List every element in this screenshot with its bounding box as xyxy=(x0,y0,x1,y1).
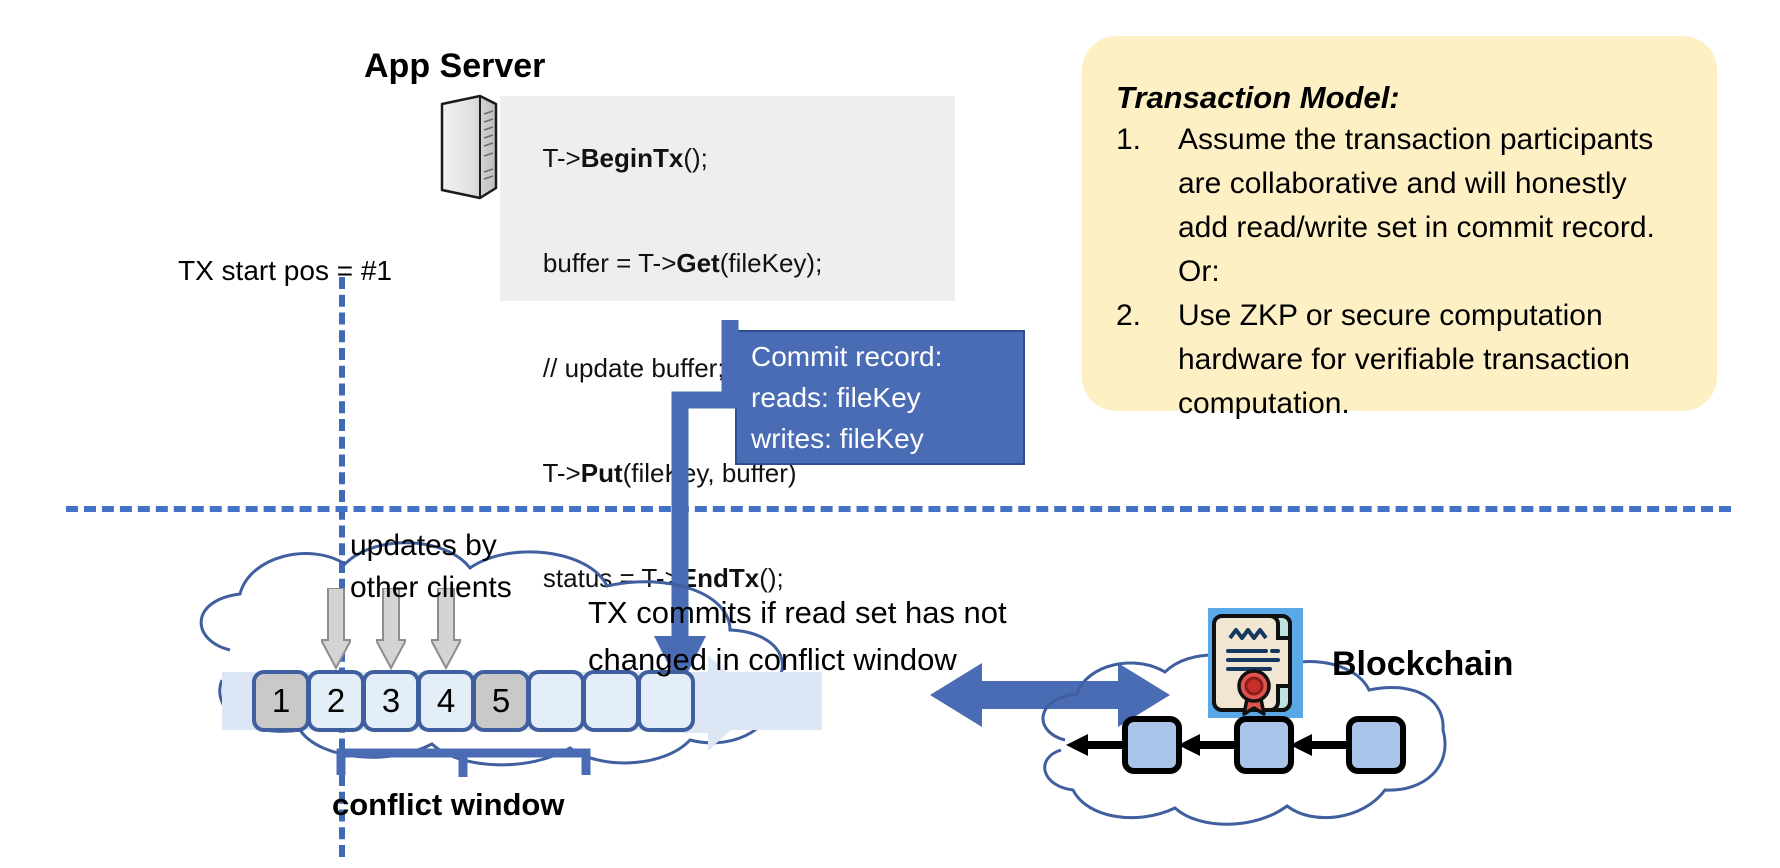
code-bold-2: Get xyxy=(676,248,720,278)
transaction-model-item-2: 2. Use ZKP or secure computation hardwar… xyxy=(1116,294,1683,426)
item-text-1: Assume the transaction participants are … xyxy=(1178,123,1655,288)
code-line-4: T->Put(fileKey, buffer) xyxy=(514,421,941,526)
update-arrow-icon xyxy=(374,587,408,671)
transaction-model-title: Transaction Model: xyxy=(1116,80,1400,115)
text-line: TX commits if read set has not xyxy=(588,595,1007,630)
code-line-3: // update buffer; xyxy=(514,316,941,421)
update-arrow-icon xyxy=(429,587,463,671)
code-pre-3: // update buffer; xyxy=(542,353,725,383)
text-line: changed in conflict window xyxy=(588,642,957,677)
log-block[interactable]: 3 xyxy=(362,670,420,732)
log-block[interactable] xyxy=(527,670,585,732)
certificate-seal-icon xyxy=(1208,608,1303,718)
app-server-title: App Server xyxy=(364,47,546,85)
client-ledger-divider xyxy=(66,506,1731,512)
commit-flow-arrow xyxy=(530,318,860,718)
blockchain-link-arrow-icon xyxy=(1288,732,1350,758)
update-arrow-icon xyxy=(319,587,353,671)
code-pre-2: buffer = T-> xyxy=(542,248,677,278)
tx-start-dashed-line xyxy=(339,277,345,857)
code-line-5: status = T->EndTx(); xyxy=(514,526,941,631)
blockchain-label: Blockchain xyxy=(1332,645,1514,683)
blockchain-cloud xyxy=(1025,640,1455,840)
updates-by-other-clients-label: updates by other clients xyxy=(350,525,512,609)
log-block[interactable] xyxy=(637,670,695,732)
item-number-1: 1. xyxy=(1116,123,1142,156)
code-pre-4: T-> xyxy=(542,458,581,488)
ledger-blockchain-exchange-arrow xyxy=(930,655,1170,735)
code-bold-4: Put xyxy=(580,458,623,488)
log-block[interactable]: 5 xyxy=(472,670,530,732)
code-snippet-box: T->BeginTx(); buffer = T->Get(fileKey); … xyxy=(500,96,955,593)
log-block[interactable]: 4 xyxy=(417,670,475,732)
commit-record-line-2: reads: fileKey xyxy=(751,382,921,413)
code-pre-1: T-> xyxy=(542,143,581,173)
tx-start-pos-label: TX start pos = #1 xyxy=(178,255,392,286)
code-bold-1: BeginTx xyxy=(580,143,684,173)
transaction-model-box: Transaction Model: 1. Assume the transac… xyxy=(1082,36,1717,420)
commit-record-line-1: Commit record: xyxy=(751,341,943,372)
conflict-window-label: conflict window xyxy=(332,787,565,822)
blockchain-block[interactable] xyxy=(1234,716,1294,774)
blockchain-block[interactable] xyxy=(1346,716,1406,774)
server-tower-icon xyxy=(434,92,504,202)
code-post-2: (fileKey); xyxy=(719,248,823,278)
item-text-2: Use ZKP or secure computation hardware f… xyxy=(1178,299,1630,420)
conflict-window-bracket xyxy=(336,745,591,779)
transaction-model-item-1: 1. Assume the transaction participants a… xyxy=(1116,118,1683,294)
blockchain-block[interactable] xyxy=(1122,716,1182,774)
item-number-2: 2. xyxy=(1116,299,1142,332)
log-block[interactable]: 1 xyxy=(252,670,310,732)
code-post-5: (); xyxy=(759,563,784,593)
commit-record-line-3: writes: fileKey xyxy=(751,423,924,454)
code-line-1: T->BeginTx(); xyxy=(514,106,941,211)
blockchain-link-arrow-icon xyxy=(1176,732,1238,758)
text-line: other clients xyxy=(350,571,512,604)
tx-commits-note: TX commits if read set has not changed in… xyxy=(588,589,1007,683)
log-block[interactable]: 2 xyxy=(307,670,365,732)
text-line: updates by xyxy=(350,529,497,562)
code-post-1: (); xyxy=(683,143,708,173)
blockchain-link-arrow-icon xyxy=(1064,732,1126,758)
code-line-2: buffer = T->Get(fileKey); xyxy=(514,211,941,316)
